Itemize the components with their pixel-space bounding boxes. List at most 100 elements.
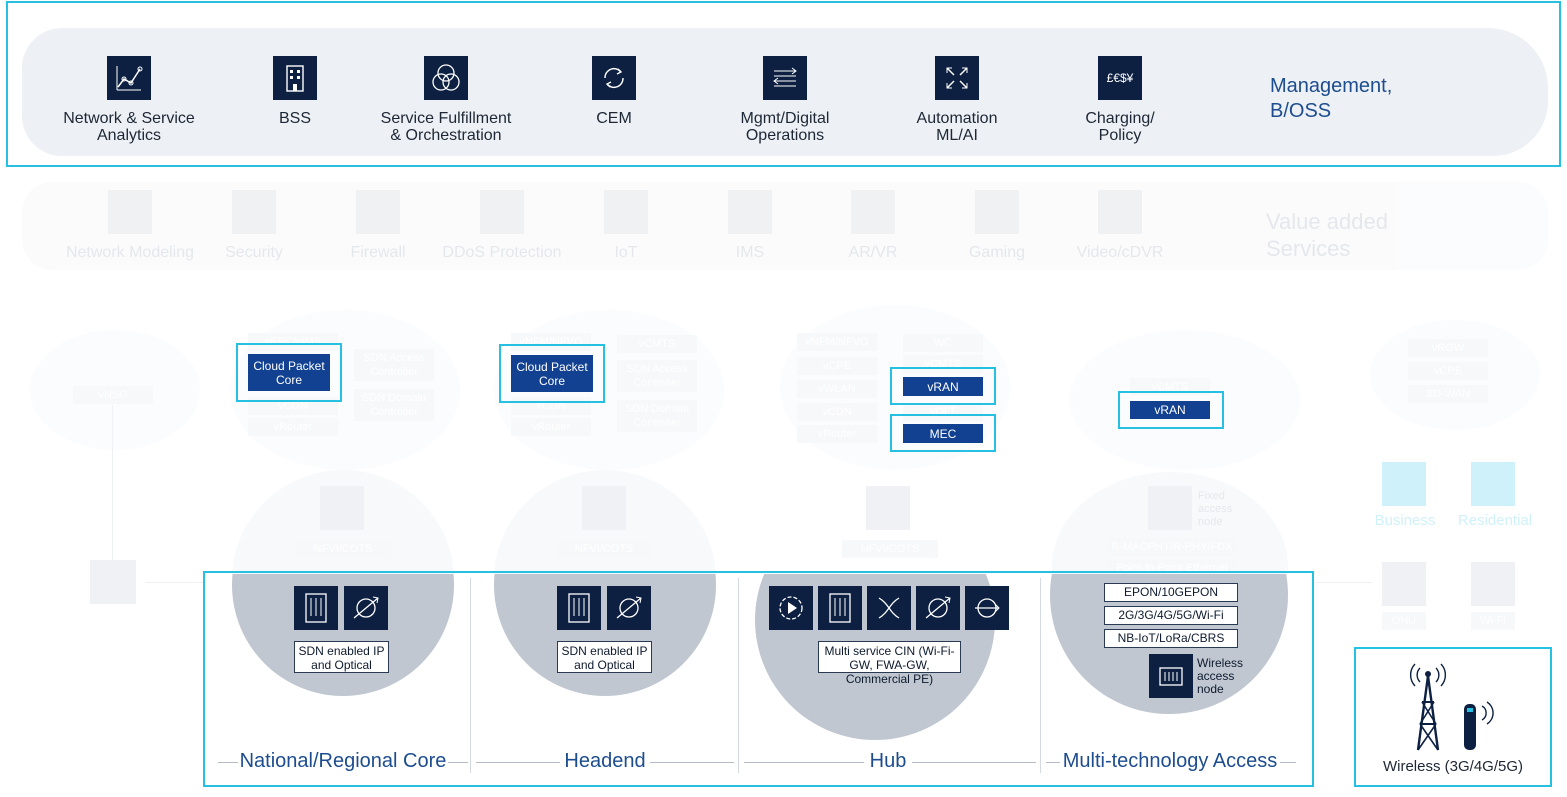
management-title-line2: B/OSS	[1270, 100, 1332, 122]
vnsg-box: vNSG	[73, 386, 153, 404]
mgmt-label-line1: Network & Service	[63, 110, 195, 127]
crossover-icon	[867, 586, 911, 630]
faded-box: vCPE	[797, 357, 877, 375]
cloud-packet-core-frame-core	[236, 343, 342, 402]
globe-icon	[90, 560, 136, 604]
access-tech-box: NB-IoT/LoRa/CBRS	[1104, 629, 1238, 648]
router-rack-icon	[294, 586, 338, 630]
nfvi-box: NFVI/COTS	[295, 540, 391, 558]
vran-hub[interactable]: vRAN	[903, 377, 983, 396]
faded-cloud	[1370, 320, 1540, 430]
mgmt-item-charging[interactable]: £€$¥ Charging/Policy	[1035, 56, 1205, 144]
circles-icon	[424, 56, 468, 100]
lock-icon	[232, 190, 276, 234]
mgmt-label-line1: Service Fulfillment	[380, 110, 512, 127]
play-icon	[1098, 190, 1142, 234]
nfvi-box: NFVI/COTS	[556, 540, 652, 558]
column-divider	[470, 578, 471, 773]
faded-box: vCDN	[797, 403, 877, 421]
faded-box: SDN Domain Controller	[617, 400, 697, 432]
vran-frame-access	[1118, 391, 1224, 429]
vas-label: AR/VR	[848, 244, 898, 261]
connector-line	[112, 405, 113, 565]
management-frame	[6, 1, 1561, 167]
vas-item: Firewall	[308, 190, 448, 262]
wifi-icon	[1471, 562, 1515, 606]
sliders-icon	[763, 56, 807, 100]
vas-label: Network Modeling	[65, 244, 195, 261]
vran-frame-hub	[890, 367, 996, 405]
column-divider	[738, 578, 739, 773]
faded-box: vEPC/vIMS	[248, 333, 338, 351]
faded-box: vRouter	[797, 425, 877, 443]
currency-icon: £€$¥	[1098, 56, 1142, 100]
optical-icon	[607, 586, 651, 630]
access-tech-box: 2G/3G/4G/5G/Wi-Fi	[1104, 606, 1238, 625]
mgmt-label-line1: CEM	[596, 110, 632, 127]
radar-icon	[480, 190, 524, 234]
mgmt-label-line1: Automation	[916, 110, 998, 127]
mgmt-label-line2: Operations	[745, 127, 825, 144]
faded-box: vCPE	[1408, 362, 1488, 380]
faded-box: vWLAN	[797, 380, 877, 398]
cell-tower-icon	[1396, 662, 1506, 752]
faded-box: WC	[903, 334, 983, 352]
cloud-packet-core-headend[interactable]: Cloud Packet Core	[511, 355, 593, 392]
router-rack-icon	[557, 586, 601, 630]
arrow-line	[146, 582, 206, 583]
mgmt-label-line2: Analytics	[96, 127, 162, 144]
vran-access[interactable]: vRAN	[1130, 401, 1210, 419]
currency-glyph: £€$¥	[1106, 71, 1134, 85]
mec-box[interactable]: MEC	[903, 424, 983, 443]
analytics-icon	[107, 56, 151, 100]
server-icon	[320, 486, 364, 530]
vas-item: Security	[184, 190, 324, 262]
gamepad-icon	[975, 190, 1019, 234]
mgmt-label-line2: ML/AI	[936, 127, 978, 144]
faded-cloud	[30, 330, 200, 450]
optical-icon	[344, 586, 388, 630]
sdn-optical-label-core: SDN enabled IP and Optical	[294, 641, 389, 673]
arrow-line	[1316, 582, 1372, 583]
network-modeling-icon	[108, 190, 152, 234]
faded-box: vRGW	[1408, 339, 1488, 357]
wireless-label: Wireless (3G/4G/5G)	[1382, 758, 1524, 775]
vr-headset-icon	[851, 190, 895, 234]
phone-icon	[728, 190, 772, 234]
value-added-title: Value added Services	[1266, 208, 1388, 262]
mgmt-item-cem[interactable]: CEM	[529, 56, 699, 127]
mgmt-label-line1: BSS	[278, 110, 311, 127]
business-icon	[1382, 462, 1426, 506]
mgmt-label-line1: Mgmt/Digital	[740, 110, 830, 127]
management-title: Management, B/OSS	[1270, 74, 1392, 124]
business-label: Business	[1374, 512, 1436, 529]
onu-box: ONU	[1382, 612, 1426, 630]
region-label-headend: Headend	[560, 750, 650, 773]
wireless-node-icon	[1149, 654, 1193, 698]
expand-arrows-icon	[935, 56, 979, 100]
nfvi-box: NFVI/COTS	[842, 540, 938, 558]
faded-box: vNFM/NFVO	[797, 333, 877, 351]
server-icon	[582, 486, 626, 530]
vas-label: Security	[225, 244, 283, 261]
mgmt-item-fulfillment[interactable]: Service Fulfillment& Orchestration	[361, 56, 531, 144]
vas-item: DDoS Protection	[432, 190, 572, 262]
cloud-packet-core-frame-headend	[499, 344, 605, 403]
faded-box: SDN Access Controller	[354, 349, 434, 381]
wifi-box: Wi-Fi	[1471, 612, 1515, 630]
vas-label: DDoS Protection	[442, 244, 562, 261]
mgmt-label-line2: Policy	[1098, 127, 1142, 144]
faded-cloud	[1070, 330, 1300, 470]
vas-item: IMS	[680, 190, 820, 262]
cloud-bump	[1300, 32, 1500, 92]
cloud-packet-core-core[interactable]: Cloud Packet Core	[248, 354, 330, 391]
server-icon	[866, 486, 910, 530]
mgmt-item-bss[interactable]: BSS	[210, 56, 380, 127]
column-divider	[1040, 578, 1041, 773]
vas-item: Video/cDVR	[1050, 190, 1190, 262]
refresh-icon	[592, 56, 636, 100]
mec-frame	[890, 414, 996, 452]
